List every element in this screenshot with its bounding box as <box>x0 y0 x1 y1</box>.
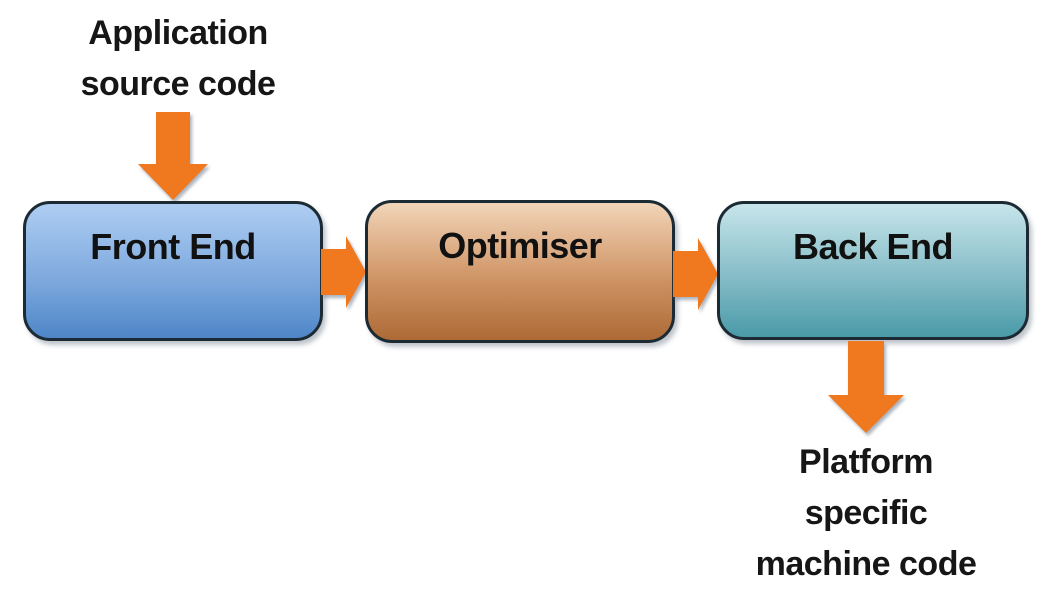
right-arrow-icon <box>321 236 366 308</box>
node-front-end: Front End <box>23 201 323 341</box>
down-arrow-icon <box>828 341 904 433</box>
right-arrow-icon <box>673 238 718 310</box>
node-back-end: Back End <box>717 201 1029 340</box>
node-optimiser: Optimiser <box>365 200 675 343</box>
node-optimiser-label: Optimiser <box>438 225 602 266</box>
down-arrow-icon <box>138 112 208 200</box>
node-back-end-label: Back End <box>792 226 954 267</box>
output-label-platform-specific-machine-code: Platform specific machine code <box>755 443 977 583</box>
node-front-end-label: Front End <box>90 226 256 267</box>
input-label-application-source-code: Application source code <box>80 14 276 103</box>
